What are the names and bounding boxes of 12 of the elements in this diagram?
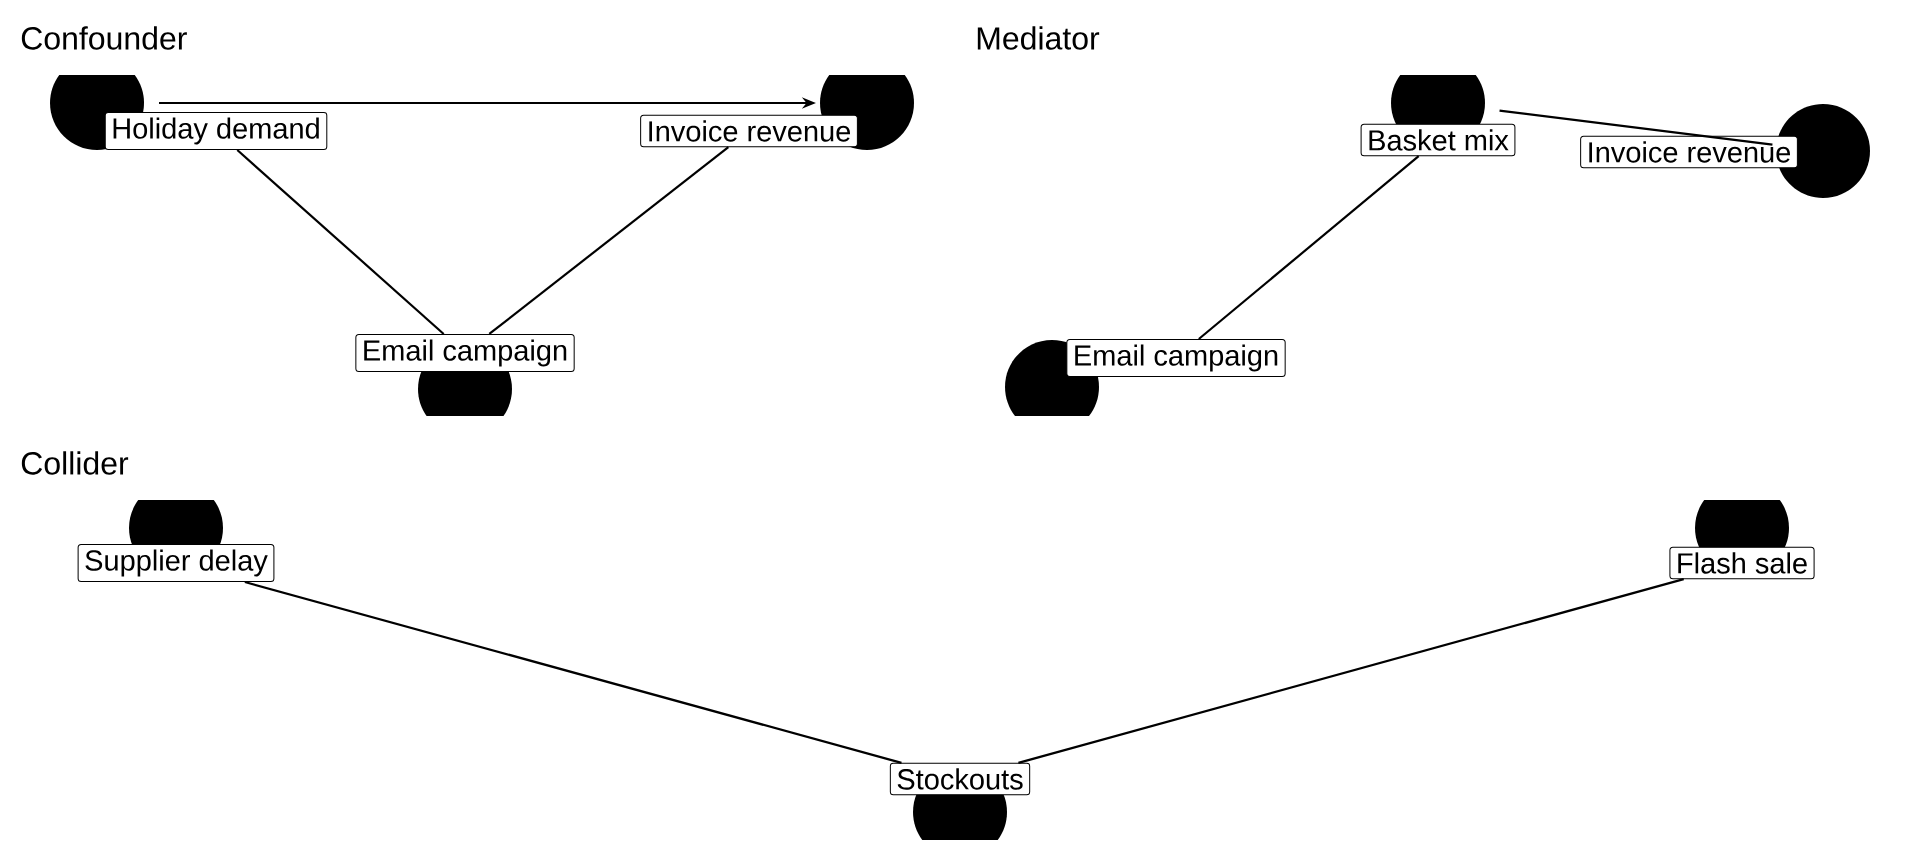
node-label: Holiday demand bbox=[113, 117, 319, 145]
node-label: Invoice revenue bbox=[649, 120, 851, 142]
edge-line bbox=[244, 580, 902, 764]
panel-title: Collider bbox=[21, 451, 129, 475]
edge-line bbox=[1198, 155, 1420, 340]
node-label: Invoice revenue bbox=[1589, 141, 1791, 163]
edge-line bbox=[236, 149, 445, 335]
edge-line bbox=[1018, 578, 1684, 764]
node-label: Email campaign bbox=[1075, 344, 1278, 372]
edge-line bbox=[1499, 109, 1773, 146]
edge-line bbox=[488, 146, 730, 335]
panel-title: Mediator bbox=[977, 26, 1100, 50]
